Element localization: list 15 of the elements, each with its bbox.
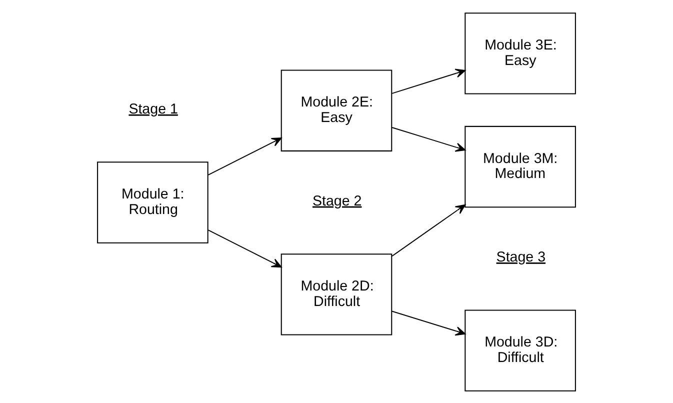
node-box: Module 2D: Difficult <box>280 253 392 335</box>
node-box: Module 3D: Difficult <box>464 309 576 391</box>
label: Stage 2 <box>312 192 362 209</box>
node-box: Module 3E: Easy <box>464 12 576 94</box>
node-box: Module 3M: Medium <box>464 125 576 208</box>
label: Stage 1 <box>128 100 178 117</box>
arrow <box>392 126 466 152</box>
node-box: Module 2E: Easy <box>280 69 392 151</box>
arrow <box>208 229 282 268</box>
node-box: Module 1: Routing <box>97 161 208 243</box>
arrow <box>392 68 466 94</box>
arrow <box>392 204 466 256</box>
arrow <box>208 137 282 175</box>
arrow <box>392 310 466 336</box>
label: Stage 3 <box>496 248 546 265</box>
